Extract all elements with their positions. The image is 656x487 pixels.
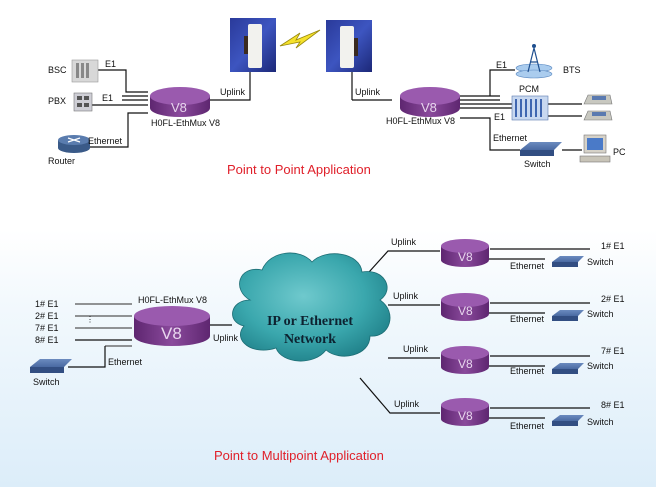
bts-tower-icon (515, 44, 553, 79)
pcm-icon (511, 95, 549, 121)
ethernet-label: Ethernet (510, 314, 545, 324)
uplink-label: Uplink (394, 399, 420, 409)
device-name-label: H0FL-EthMux V8 (151, 118, 221, 128)
uplink-label: Uplink (403, 344, 429, 354)
uplink-label: Uplink (355, 87, 381, 97)
pcm-label: PCM (519, 84, 539, 94)
ethmux-v8-device-icon (441, 346, 489, 374)
pbx-label: PBX (48, 96, 67, 106)
cloud-label-line1: IP or Ethernet (266, 314, 354, 329)
uplink-label: Uplink (220, 87, 246, 97)
switch-icon (552, 310, 584, 321)
bsc-label: BSC (48, 65, 67, 75)
uplink-label: Uplink (213, 333, 239, 343)
uplink-label: Uplink (393, 291, 419, 301)
switch-label: Switch (524, 159, 551, 169)
antenna-right-icon (326, 20, 372, 72)
p2mp-title: Point to Multipoint Application (214, 448, 384, 463)
telephone-icon (583, 110, 613, 121)
wireless-link-icon (279, 29, 321, 49)
switch-icon (552, 363, 584, 374)
pc-icon (579, 134, 611, 163)
switch-icon (552, 415, 584, 426)
switch-icon (552, 256, 584, 267)
switch-icon (520, 142, 562, 156)
router-label: Router (48, 156, 76, 166)
pbx-icon (73, 92, 93, 112)
switch-label: Switch (587, 257, 614, 267)
e1-port-label: 2# E1 (601, 294, 625, 304)
device-badge: V8 (458, 250, 473, 264)
device-badge: V8 (458, 357, 473, 371)
device-badge: V8 (421, 100, 437, 115)
e1-pcm-label: E1 (494, 112, 506, 122)
ethernet-label: Ethernet (510, 421, 545, 431)
switch-label: Switch (587, 309, 614, 319)
switch-icon (30, 359, 72, 373)
device-name-label: H0FL-EthMux V8 (386, 116, 456, 126)
ethmux-v8-device-icon (400, 87, 460, 117)
e1-port-label: 8# E1 (601, 400, 625, 410)
switch-label: Switch (33, 377, 60, 387)
p2p-title: Point to Point Application (227, 162, 371, 177)
device-name-label: H0FL-EthMux V8 (138, 295, 208, 305)
switch-label: Switch (587, 417, 614, 427)
ethmux-v8-device-icon (441, 239, 489, 267)
e1-port-label: 8# E1 (35, 335, 59, 345)
cloud-label-line2: Network (283, 332, 337, 347)
ethmux-v8-device-icon (134, 306, 210, 346)
telephone-icon (583, 94, 613, 105)
antenna-left-icon (230, 18, 276, 72)
e1-port-label: 2# E1 (35, 311, 59, 321)
e1-port-label: 7# E1 (35, 323, 59, 333)
ellipsis-label: ⋮ (86, 315, 94, 324)
router-icon (58, 135, 90, 153)
ethmux-v8-device-icon (441, 293, 489, 321)
ethmux-v8-device-icon (441, 398, 489, 426)
ethernet-label: Ethernet (88, 136, 123, 146)
e1-bts-label: E1 (496, 60, 508, 70)
pc-label: PC (613, 147, 626, 157)
ethmux-v8-device-icon (150, 87, 210, 117)
bts-label: BTS (563, 65, 581, 75)
device-badge: V8 (161, 324, 182, 343)
e1-port-label: 1# E1 (35, 299, 59, 309)
device-badge: V8 (458, 409, 473, 423)
e1-port-label: 7# E1 (601, 346, 625, 356)
cloud-label: IP or Ethernet Network (250, 313, 370, 349)
ethernet-label: Ethernet (493, 133, 528, 143)
bsc-icon (71, 59, 99, 83)
e1-pbx-label: E1 (102, 93, 114, 103)
e1-port-label: 1# E1 (601, 241, 625, 251)
device-badge: V8 (458, 304, 473, 318)
uplink-label: Uplink (391, 237, 417, 247)
ethernet-label: Ethernet (510, 261, 545, 271)
device-badge: V8 (171, 100, 187, 115)
e1-bsc-label: E1 (105, 59, 117, 69)
ethernet-label: Ethernet (510, 366, 545, 376)
cloud-icon (232, 252, 391, 362)
switch-label: Switch (587, 361, 614, 371)
ethernet-label: Ethernet (108, 357, 143, 367)
